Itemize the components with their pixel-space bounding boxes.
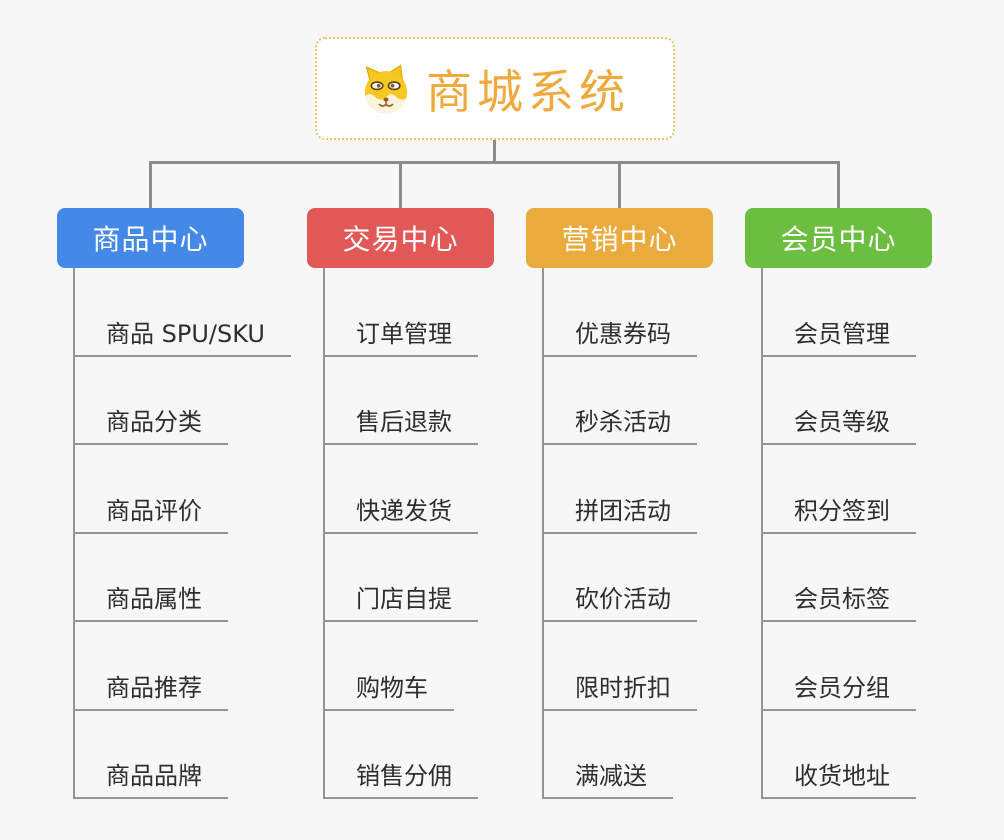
branch-item: 快递发货	[323, 445, 494, 534]
connector-root-stem	[493, 140, 496, 163]
connector-drop-1	[149, 161, 152, 208]
connector-horizontal	[149, 161, 840, 164]
branch-item: 优惠券码	[542, 268, 713, 357]
branch-item-list: 订单管理售后退款快递发货门店自提购物车销售分佣	[323, 268, 494, 799]
branch-item: 商品属性	[73, 534, 244, 622]
branch-item-label[interactable]: 售后退款	[323, 402, 478, 445]
branch-item-label[interactable]: 商品属性	[73, 579, 228, 622]
branch-item-label[interactable]: 商品分类	[73, 402, 228, 445]
branch-item-label[interactable]: 限时折扣	[542, 668, 697, 711]
connector-drop-4	[837, 161, 840, 208]
branch-item-label[interactable]: 商品推荐	[73, 668, 228, 711]
branch-item: 订单管理	[323, 268, 494, 357]
branch-item: 商品 SPU/SKU	[73, 268, 291, 357]
branch-item: 会员管理	[761, 268, 932, 357]
branch: 会员中心 会员管理会员等级积分签到会员标签会员分组收货地址	[745, 208, 932, 799]
branch-box-2[interactable]: 营销中心	[526, 208, 713, 268]
branch-item-label[interactable]: 会员等级	[761, 402, 916, 445]
branch-item: 拼团活动	[542, 445, 713, 534]
branch-item: 积分签到	[761, 445, 932, 534]
branch-box-1[interactable]: 交易中心	[307, 208, 494, 268]
branch-item-list: 会员管理会员等级积分签到会员标签会员分组收货地址	[761, 268, 932, 799]
branch-item-label[interactable]: 商品品牌	[73, 756, 228, 799]
doge-icon	[364, 63, 408, 113]
branch-item: 购物车	[323, 622, 494, 711]
branch-item-label[interactable]: 商品 SPU/SKU	[73, 314, 291, 357]
branch-item: 商品推荐	[73, 622, 244, 711]
branch-item-label[interactable]: 积分签到	[761, 491, 916, 534]
branch-item-label[interactable]: 拼团活动	[542, 491, 697, 534]
branch-item-label[interactable]: 秒杀活动	[542, 402, 697, 445]
branch-item-label[interactable]: 会员分组	[761, 668, 916, 711]
branch-item-label[interactable]: 购物车	[323, 668, 454, 711]
branch-item-label[interactable]: 商品评价	[73, 491, 228, 534]
branch-item-list: 商品 SPU/SKU 商品分类商品评价商品属性商品推荐商品品牌	[73, 268, 291, 799]
branch-item: 会员标签	[761, 534, 932, 622]
branch-item-label[interactable]: 砍价活动	[542, 579, 697, 622]
branch-item: 秒杀活动	[542, 357, 713, 445]
branch-item: 限时折扣	[542, 622, 713, 711]
branch-item: 售后退款	[323, 357, 494, 445]
connector-drop-3	[618, 161, 621, 208]
branch-item-label[interactable]: 门店自提	[323, 579, 478, 622]
branch-item-label[interactable]: 快递发货	[323, 491, 478, 534]
root-title: 商城系统	[426, 64, 630, 119]
branch-box-0[interactable]: 商品中心	[57, 208, 244, 268]
root-node[interactable]: 商城系统	[315, 37, 675, 140]
branch: 交易中心 订单管理售后退款快递发货门店自提购物车销售分佣	[307, 208, 494, 799]
branch-item: 会员分组	[761, 622, 932, 711]
branch: 营销中心 优惠券码秒杀活动拼团活动砍价活动限时折扣满减送	[526, 208, 713, 799]
branch-item: 砍价活动	[542, 534, 713, 622]
branch-item-label[interactable]: 会员标签	[761, 579, 916, 622]
branch-item-label[interactable]: 订单管理	[323, 314, 478, 357]
branch-item-label[interactable]: 会员管理	[761, 314, 916, 357]
branch: 商品中心 商品 SPU/SKU 商品分类商品评价商品属性商品推荐商品品牌	[57, 208, 291, 799]
branch-item: 商品评价	[73, 445, 244, 534]
branch-item: 门店自提	[323, 534, 494, 622]
branch-box-3[interactable]: 会员中心	[745, 208, 932, 268]
branch-item-label[interactable]: 收货地址	[761, 756, 916, 799]
branch-item: 商品分类	[73, 357, 244, 445]
branch-item-label[interactable]: 满减送	[542, 756, 673, 799]
branch-item-label[interactable]: 销售分佣	[323, 756, 478, 799]
branch-item: 商品品牌	[73, 711, 244, 799]
branch-item: 会员等级	[761, 357, 932, 445]
connector-drop-2	[399, 161, 402, 208]
branch-item: 收货地址	[761, 711, 932, 799]
branch-item: 满减送	[542, 711, 713, 799]
branch-item-list: 优惠券码秒杀活动拼团活动砍价活动限时折扣满减送	[542, 268, 713, 799]
branch-item-label[interactable]: 优惠券码	[542, 314, 697, 357]
branch-item: 销售分佣	[323, 711, 494, 799]
